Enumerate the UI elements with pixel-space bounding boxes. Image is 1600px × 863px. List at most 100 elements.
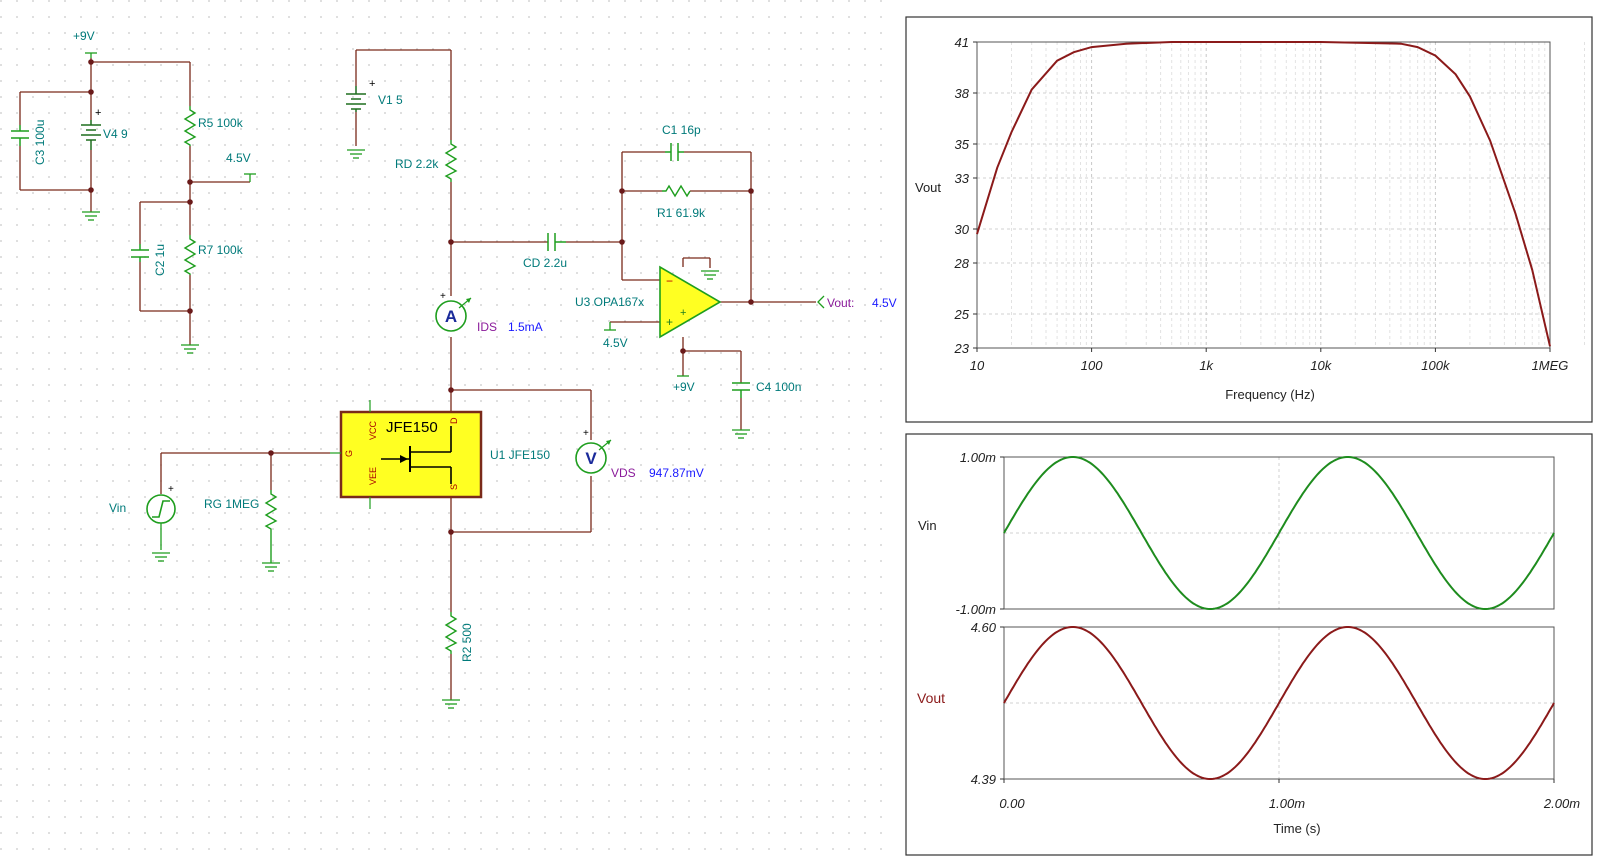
- ammeter-ids-name: IDS: [477, 320, 497, 334]
- voltmeter-plus: +: [583, 428, 589, 439]
- bode-x-tick-labels: 10 100 1k 10k 100k 1MEG: [970, 348, 1569, 373]
- vin-plus: +: [168, 484, 174, 495]
- ground-v1-icon: [347, 149, 365, 159]
- resistor-rg-label: RG 1MEG: [204, 497, 259, 511]
- transient-chart-grid: [1004, 457, 1554, 779]
- opamp-45v-label: 4.5V: [603, 336, 628, 350]
- jfet-u1-chip[interactable]: [339, 410, 483, 499]
- drain-junctions: [268, 239, 454, 535]
- bode-y-tick-label: 28: [954, 256, 970, 271]
- bode-y-tick-label: 35: [955, 137, 970, 152]
- bode-series-vout: [976, 41, 1551, 347]
- voltmeter-vds-value: 947.87mV: [649, 466, 704, 480]
- ground-opamp-icon: [701, 270, 719, 280]
- battery-v4-label: V4 9: [103, 127, 128, 141]
- battery-v4-symbol: [81, 120, 101, 150]
- jfet-pin-vee: VEE: [368, 467, 378, 485]
- vout-panel-ylabel: Vout: [917, 690, 945, 706]
- resistor-r2-label: R2 500: [460, 623, 474, 662]
- ammeter-symbol-letter: A: [445, 307, 457, 326]
- ground-rg-icon: [262, 562, 280, 572]
- bode-x-tick-label: 10: [970, 358, 985, 373]
- transient-xlabel: Time (s): [1273, 821, 1320, 836]
- bode-x-tick-label: 100k: [1421, 358, 1451, 373]
- transient-y-tick-label: -1.00m: [956, 602, 997, 617]
- bias-network: [19, 58, 250, 345]
- ground-vin-icon: [152, 552, 170, 562]
- ammeter-ids-value: 1.5mA: [508, 320, 543, 334]
- capacitor-c3-label: C3 100u: [33, 120, 47, 165]
- transient-series-vout: [1003, 626, 1555, 780]
- vin-label: Vin: [109, 501, 126, 515]
- bias-junctions: [88, 59, 193, 314]
- ammeter-plus: +: [440, 291, 446, 302]
- resistor-r2-symbol: [444, 612, 458, 654]
- jfet-pin-g: G: [344, 450, 354, 457]
- capacitor-c4-label: C4 100n: [756, 380, 801, 394]
- resistor-rd-symbol: [444, 140, 458, 182]
- vout-probe-name: Vout:: [827, 296, 854, 310]
- opamp-minus-sign: −: [666, 274, 673, 288]
- bode-x-tick-label: 10k: [1310, 358, 1332, 373]
- transient-x-tick-label: 0.00: [999, 796, 1025, 811]
- ammeter-ids[interactable]: [435, 297, 472, 332]
- vin-source[interactable]: [146, 494, 176, 550]
- drain-wires: [355, 49, 622, 700]
- battery-plus-sign: +: [95, 107, 101, 119]
- voltmeter-vds[interactable]: [575, 439, 612, 474]
- transient-x-tick-label: 1.00m: [1269, 796, 1305, 811]
- resistor-r7-symbol: [183, 235, 197, 275]
- transient-x-tick-labels: 0.00 1.00m 2.00m: [999, 779, 1580, 811]
- bode-y-tick-label: 23: [954, 341, 970, 356]
- power-rail-9v: [85, 52, 97, 58]
- resistor-r1-label: R1 61.9k: [657, 206, 706, 220]
- opamp-u3-label: U3 OPA167x: [575, 295, 644, 309]
- opamp-plus-sign: +: [666, 315, 673, 329]
- voltmeter-symbol-letter: V: [585, 449, 597, 468]
- resistor-r5-symbol: [183, 106, 197, 146]
- opamp-supply-plus: +: [680, 307, 686, 319]
- transient-y-tick-label: 1.00m: [960, 450, 996, 465]
- bode-x-tick-label: 100: [1081, 358, 1103, 373]
- bode-y-tick-label: 30: [955, 222, 970, 237]
- resistor-r7-label: R7 100k: [198, 243, 244, 257]
- opamp-45v-terminal: [604, 322, 616, 331]
- transient-x-tick-label: 2.00m: [1543, 796, 1580, 811]
- resistor-rd-label: RD 2.2k: [395, 157, 439, 171]
- capacitor-c1-symbol: [665, 143, 684, 161]
- capacitor-c3-symbol: [11, 125, 29, 146]
- jfet-pin-d: D: [449, 417, 459, 424]
- gate-wires: [160, 452, 330, 494]
- resistor-rg-symbol: [264, 490, 278, 563]
- vin-panel-ylabel: Vin: [918, 518, 937, 533]
- transient-chart-frame: [905, 433, 1593, 856]
- bode-y-tick-label: 25: [954, 307, 970, 322]
- bode-y-tick-label: 33: [955, 171, 970, 186]
- transient-y-tick-labels: 1.00m -1.00m 4.60 4.39: [956, 450, 1004, 787]
- ground-r2-icon: [442, 699, 460, 709]
- opamp-u3[interactable]: [659, 265, 722, 339]
- jfet-u1-label: U1 JFE150: [490, 448, 550, 462]
- capacitor-c4-symbol: [732, 382, 750, 398]
- tap-45v-terminal: [244, 173, 256, 182]
- voltmeter-vds-name: VDS: [611, 466, 636, 480]
- vout-probe-value: 4.5V: [872, 296, 897, 310]
- transient-y-tick-label: 4.60: [971, 620, 997, 635]
- opamp-wires: [610, 151, 816, 430]
- bode-ylabel: Vout: [915, 180, 941, 195]
- bode-x-tick-label: 1k: [1199, 358, 1214, 373]
- bode-x-tick-label: 1MEG: [1532, 358, 1569, 373]
- capacitor-cd-label: CD 2.2u: [523, 256, 567, 270]
- bode-chart-frame: [905, 16, 1593, 423]
- capacitor-c1-label: C1 16p: [662, 123, 701, 137]
- jfet-pin-s: S: [449, 484, 459, 490]
- battery-v1-symbol: [346, 86, 366, 112]
- jfet-pin-vcc: VCC: [368, 420, 378, 440]
- battery-v1-label: V1 5: [378, 93, 403, 107]
- transient-y-tick-label: 4.39: [971, 772, 996, 787]
- vout-probe[interactable]: [817, 295, 825, 309]
- bode-y-tick-label: 41: [955, 35, 969, 50]
- capacitor-cd-symbol: [547, 233, 566, 251]
